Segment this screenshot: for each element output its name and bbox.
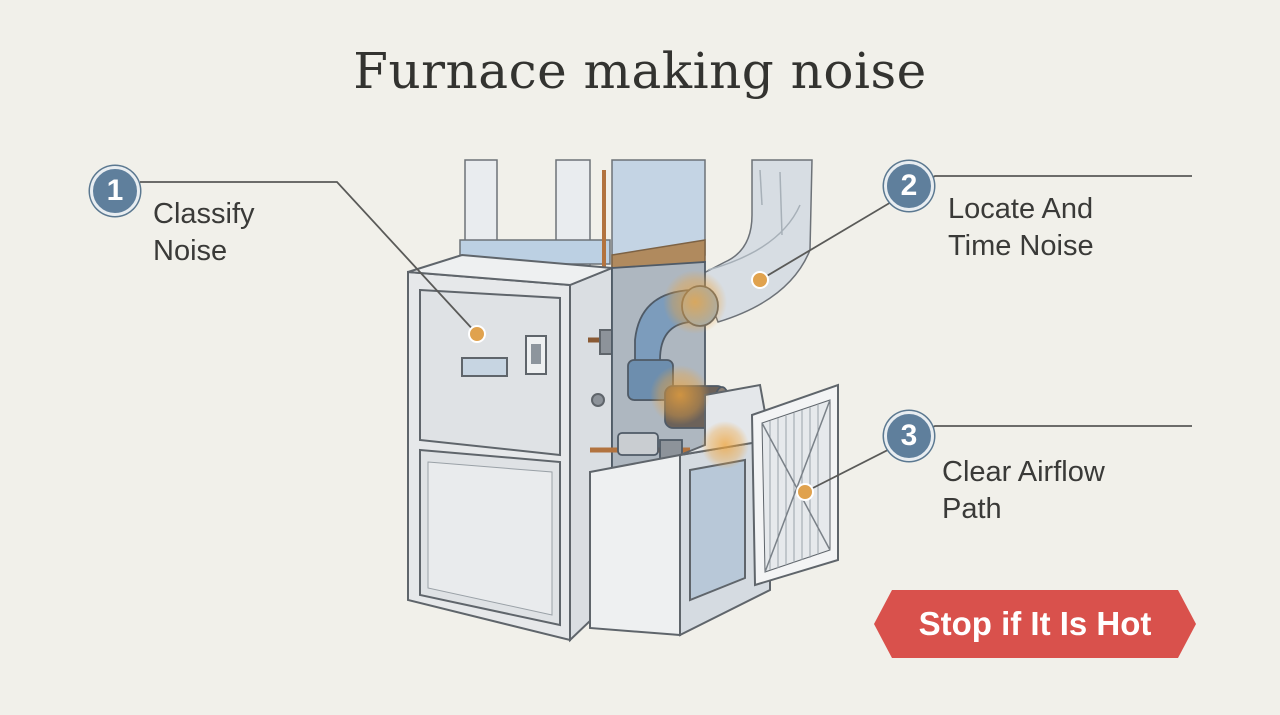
callout-markers	[468, 271, 814, 501]
step-2-number: 2	[900, 169, 918, 202]
step-3-number: 3	[900, 419, 918, 452]
duct-elbow	[699, 159, 813, 323]
step-1-number: 1	[106, 174, 124, 207]
warning-label: Stop if It Is Hot	[918, 605, 1152, 642]
air-filter	[750, 383, 839, 587]
step-3-label: Clear Airflow Path	[942, 456, 1105, 525]
furnace-cabinet	[407, 253, 613, 643]
noise-highlights	[650, 270, 749, 469]
callout-lines	[140, 175, 1192, 493]
step-1-badge: 1	[90, 166, 140, 216]
warning-banner-shape	[874, 590, 1196, 658]
step-1-label: Classify Noise	[153, 198, 255, 267]
step-3-badge: 3	[884, 411, 934, 461]
step-2-badge: 2	[884, 161, 934, 211]
hot-warning-banner: Stop if It Is Hot	[874, 590, 1196, 658]
return-box	[589, 383, 772, 637]
page-title: Furnace making noise	[353, 42, 927, 100]
step-2-label: Locate And Time Noise	[948, 193, 1094, 262]
